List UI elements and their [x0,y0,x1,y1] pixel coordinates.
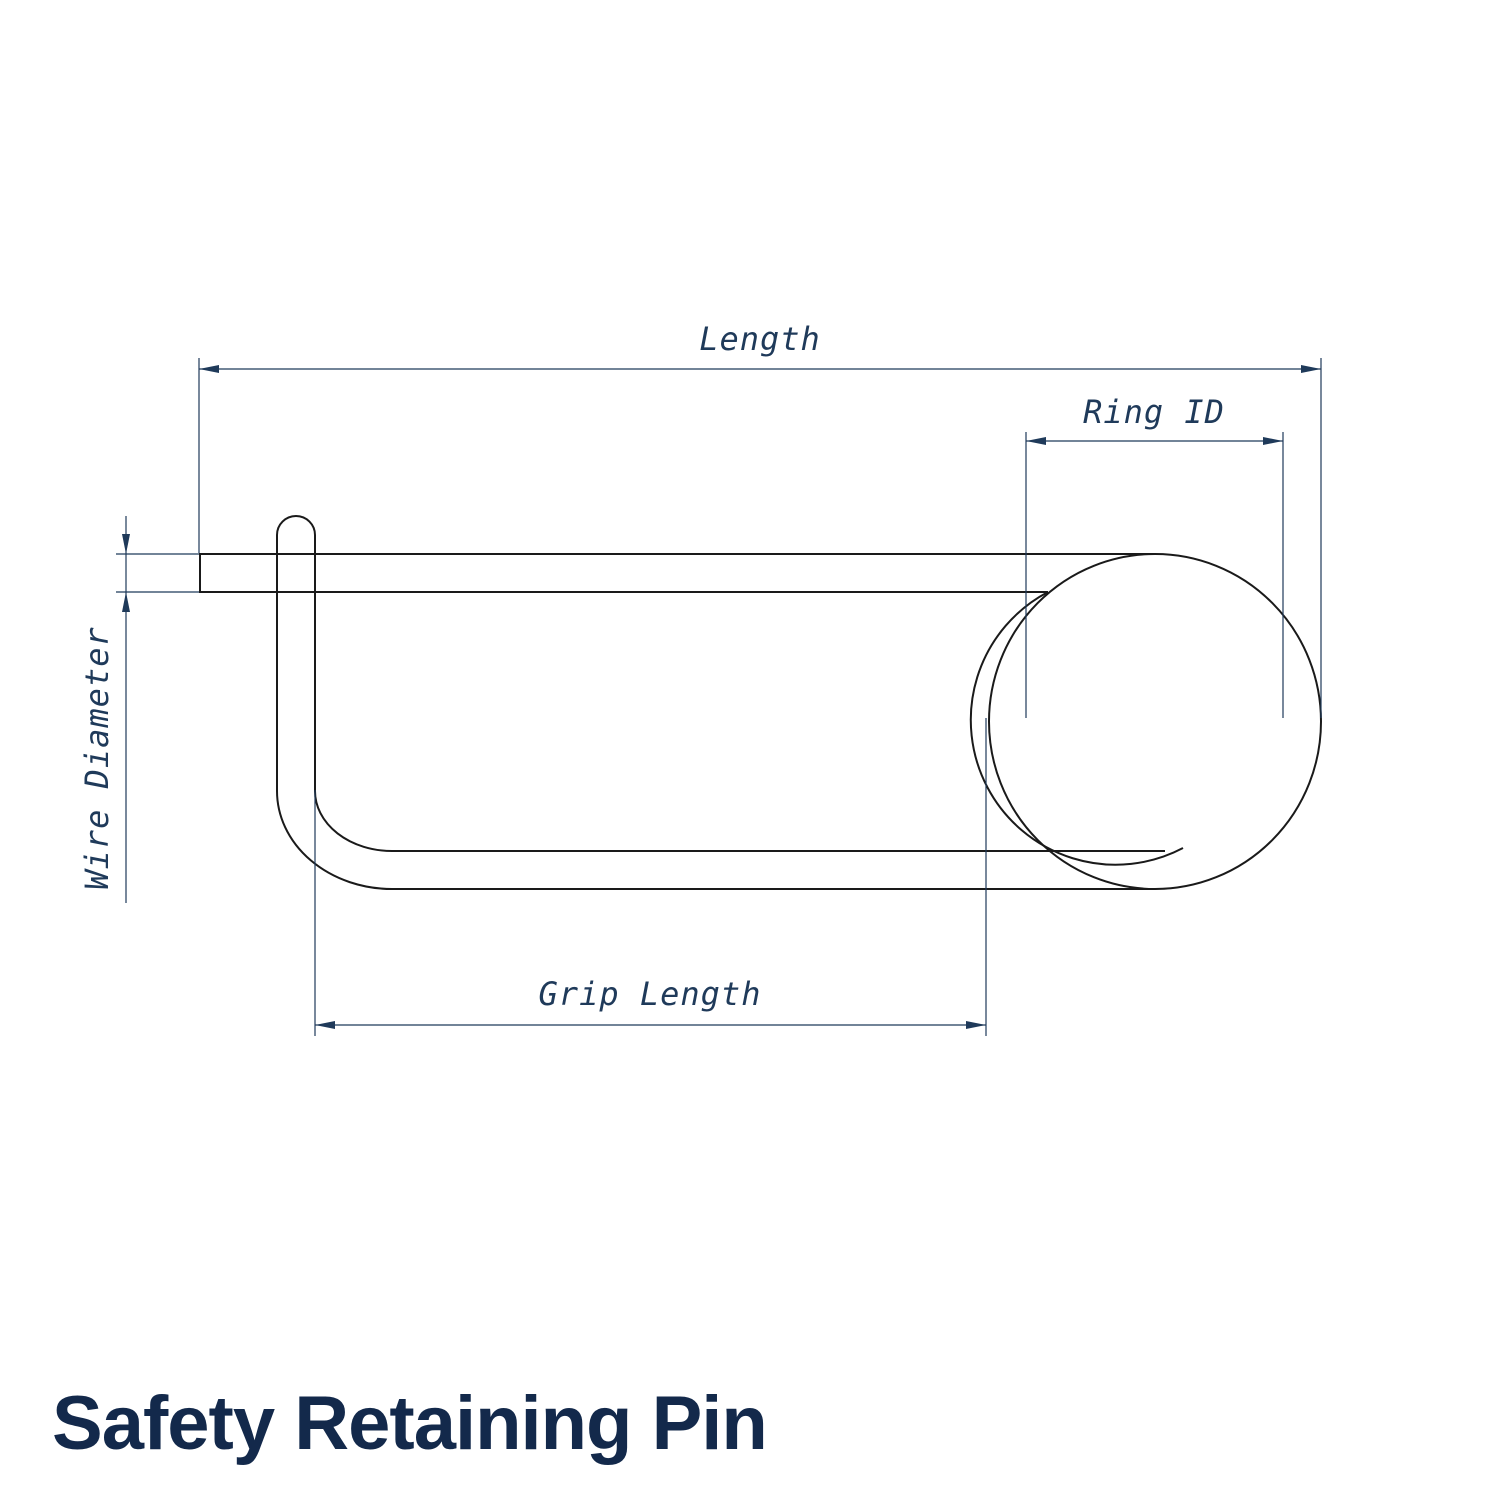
ring-inner [969,591,1184,866]
length-label: Length [699,320,821,358]
pin-outline [199,515,1322,891]
grip-length-label: Grip Length [539,975,762,1013]
dimension-lines [116,358,1322,1036]
wire-diameter-label: Wire Diameter [78,626,116,889]
grip-end [276,515,1165,890]
ring-outer [988,553,1322,891]
page-title: Safety Retaining Pin [52,1381,768,1466]
straight-leg [199,553,1155,593]
ring-id-label: Ring ID [1083,393,1225,431]
